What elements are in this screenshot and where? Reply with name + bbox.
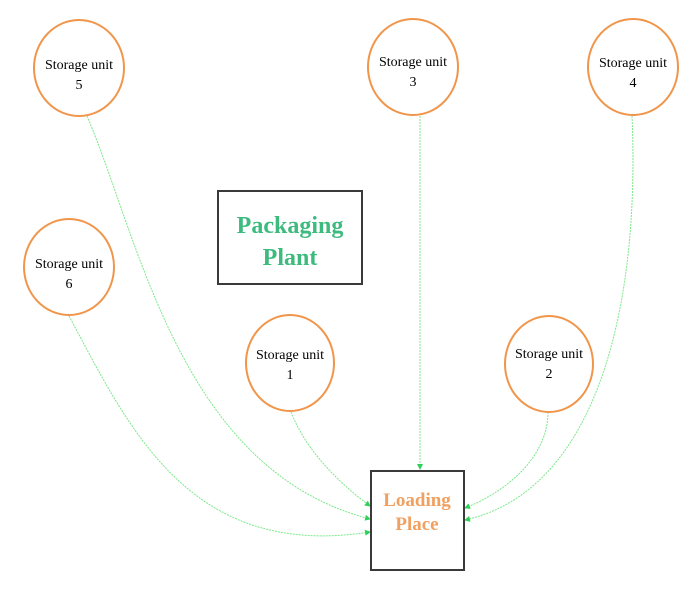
storage-unit-1-circle [245, 314, 335, 412]
storage-unit-2-number: 2 [546, 367, 553, 382]
storage-unit-2[interactable]: Storage unit 2 [504, 315, 594, 413]
loading-place-line-2: Place [395, 514, 438, 535]
storage-unit-6-number: 6 [66, 277, 73, 292]
packaging-plant-rect [217, 190, 363, 285]
storage-unit-3-circle [367, 18, 459, 116]
storage-unit-3[interactable]: Storage unit 3 [367, 18, 459, 116]
edge-u2-to-loading[interactable] [464, 411, 549, 509]
packaging-plant-line-2: Plant [263, 245, 318, 271]
storage-unit-1-label: Storage unit [256, 348, 324, 363]
storage-unit-3-number: 3 [410, 75, 417, 90]
edges-group [68, 115, 634, 537]
storage-unit-3-label: Storage unit [379, 55, 447, 70]
edge-u1-to-loading[interactable] [290, 411, 371, 507]
storage-unit-6[interactable]: Storage unit 6 [23, 218, 115, 316]
storage-unit-1[interactable]: Storage unit 1 [245, 314, 335, 412]
edge-u5-to-loading[interactable] [86, 115, 371, 521]
loading-place-box[interactable]: Loading Place [370, 470, 465, 571]
loading-place-rect [370, 470, 465, 571]
loading-place-line-1: Loading [383, 490, 451, 511]
storage-unit-5[interactable]: Storage unit 5 [33, 19, 125, 117]
storage-unit-4-number: 4 [630, 76, 637, 91]
storage-unit-6-label: Storage unit [35, 257, 103, 272]
edge-u6-to-loading[interactable] [68, 315, 371, 537]
storage-unit-4-circle [587, 18, 679, 116]
packaging-plant-box[interactable]: Packaging Plant [217, 190, 363, 285]
edge-u4-to-loading[interactable] [464, 115, 634, 522]
storage-unit-5-number: 5 [76, 78, 83, 93]
storage-unit-4[interactable]: Storage unit 4 [587, 18, 679, 116]
storage-unit-4-label: Storage unit [599, 56, 667, 71]
storage-unit-5-label: Storage unit [45, 58, 113, 73]
storage-unit-2-circle [504, 315, 594, 413]
packaging-plant-line-1: Packaging [237, 213, 344, 239]
storage-unit-2-label: Storage unit [515, 347, 583, 362]
storage-unit-1-number: 1 [287, 368, 294, 383]
storage-unit-6-circle [23, 218, 115, 316]
storage-unit-5-circle [33, 19, 125, 117]
